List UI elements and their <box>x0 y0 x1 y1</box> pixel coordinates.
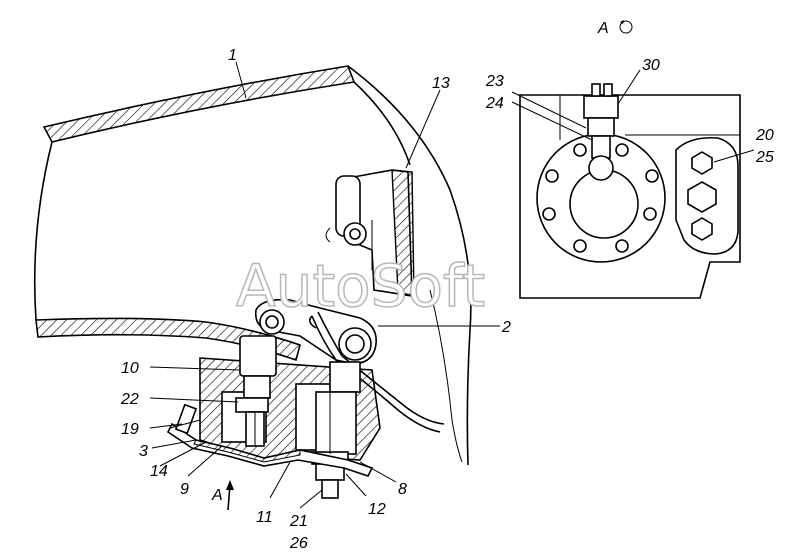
callout-22: 22 <box>120 391 139 408</box>
section-arrow <box>226 480 234 511</box>
callout-9: 9 <box>180 481 189 498</box>
view-marker-circle-icon <box>619 20 633 34</box>
view-a-inset <box>519 83 741 299</box>
callout-26: 26 <box>289 535 308 552</box>
callout-10: 10 <box>121 360 139 377</box>
callout-20: 20 <box>755 127 774 144</box>
callout-3: 3 <box>139 443 148 460</box>
bracket-13 <box>325 169 415 297</box>
callout-23: 23 <box>485 73 504 90</box>
callout-11: 11 <box>256 509 273 526</box>
base-plate <box>166 403 374 477</box>
lever-2 <box>254 298 445 433</box>
callout-30: 30 <box>642 57 660 74</box>
leader-lines <box>149 61 755 509</box>
rod-assembly-10 <box>235 335 277 447</box>
callout-13: 13 <box>432 75 450 92</box>
callout-12: 12 <box>368 501 386 518</box>
callout-24: 24 <box>485 95 504 112</box>
view-marker-label: A <box>597 20 609 37</box>
callout-1: 1 <box>228 47 237 64</box>
view-arrow-label: A <box>211 487 223 504</box>
callout-25: 25 <box>755 149 774 166</box>
callout-2: 2 <box>501 319 511 336</box>
view-marker-arrow-icon <box>620 20 624 24</box>
callout-21: 21 <box>289 513 308 530</box>
watermark: AutoSoft <box>236 252 485 320</box>
callout-19: 19 <box>121 421 139 438</box>
callout-14: 14 <box>150 463 168 480</box>
callout-8: 8 <box>398 481 407 498</box>
housing-tube <box>33 65 472 466</box>
